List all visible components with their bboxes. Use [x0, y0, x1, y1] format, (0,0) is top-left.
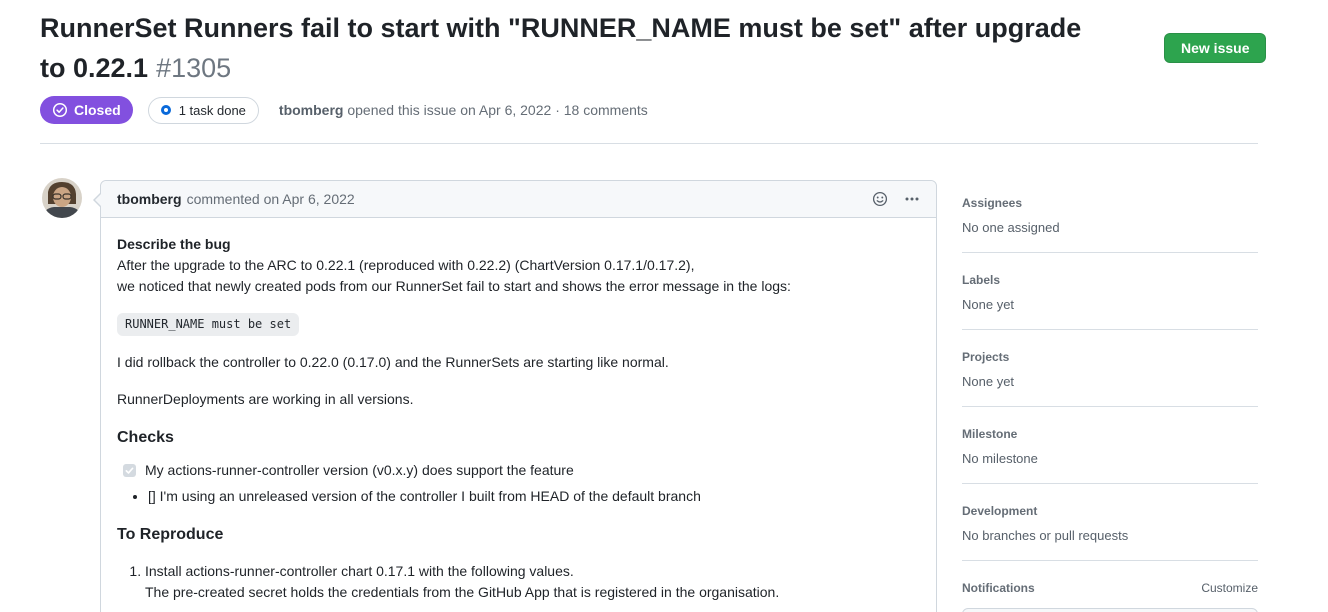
- labels-value: None yet: [962, 297, 1015, 312]
- bug-paragraph-line-2: we noticed that newly created pods from …: [117, 278, 791, 294]
- smiley-icon: [872, 191, 888, 207]
- assignees-value: No one assigned: [962, 220, 1060, 235]
- bullet-item: [] I'm using an unreleased version of th…: [148, 486, 920, 507]
- rollback-paragraph: I did rollback the controller to 0.22.0 …: [117, 354, 669, 370]
- assignees-heading: Assignees: [962, 196, 1023, 210]
- comment-card: tbomberg commented on Apr 6, 2022: [93, 180, 937, 612]
- issue-sidebar: Assignees No one assigned Labels None ye…: [962, 186, 1258, 612]
- reproduce-steps-list: Install actions-runner-controller chart …: [117, 561, 920, 603]
- step-line-1: Install actions-runner-controller chart …: [145, 563, 574, 579]
- status-label: Closed: [74, 102, 121, 118]
- bug-paragraph-line-1: After the upgrade to the ARC to 0.22.1 (…: [117, 257, 695, 273]
- status-badge: Closed: [40, 96, 133, 124]
- customize-link[interactable]: Customize: [1201, 581, 1258, 595]
- comment-header-actions: [872, 191, 920, 207]
- issue-comments-count: 18 comments: [563, 102, 648, 118]
- issue-author-link[interactable]: tbomberg: [278, 102, 344, 118]
- comment-author-link[interactable]: tbomberg: [117, 191, 182, 207]
- add-reaction-button[interactable]: [872, 191, 888, 207]
- runnerdeployments-paragraph: RunnerDeployments are working in all ver…: [117, 391, 414, 407]
- kebab-icon: [904, 191, 920, 207]
- issue-title-line-1: RunnerSet Runners fail to start with "RU…: [40, 13, 1082, 43]
- tasks-done-label: 1 task done: [178, 102, 246, 118]
- sidebar-section-assignees: Assignees No one assigned: [962, 186, 1258, 253]
- development-value: No branches or pull requests: [962, 528, 1129, 543]
- issue-number: #1305: [156, 53, 232, 83]
- projects-heading: Projects: [962, 350, 1010, 364]
- sidebar-section-projects: Projects None yet: [962, 330, 1258, 407]
- checks-list: My actions-runner-controller version (v0…: [117, 460, 920, 507]
- error-code-snippet: RUNNER_NAME must be set: [117, 313, 300, 336]
- check-circle-icon: [52, 102, 68, 118]
- header-divider: [40, 143, 1258, 144]
- notifications-header-row: Notifications Customize: [962, 581, 1258, 595]
- comment-timestamp: commented on Apr 6, 2022: [186, 191, 355, 207]
- projects-value: None yet: [962, 374, 1015, 389]
- avatar[interactable]: [42, 178, 82, 218]
- comment-options-button[interactable]: [904, 191, 920, 207]
- sidebar-section-development: Development No branches or pull requests: [962, 484, 1258, 561]
- tasks-done-pill[interactable]: 1 task done: [147, 96, 259, 124]
- subscribe-button[interactable]: [962, 608, 1258, 612]
- labels-heading: Labels: [962, 273, 1001, 287]
- issue-status-row: Closed 1 task done tbomberg opened this …: [40, 96, 648, 124]
- to-reproduce-heading: To Reproduce: [117, 526, 224, 543]
- describe-bug-block: Describe the bug After the upgrade to th…: [117, 234, 920, 297]
- issue-title-block: RunnerSet Runners fail to start with "RU…: [40, 8, 1152, 88]
- issue-opened-text: opened this issue on Apr 6, 2022: [347, 102, 552, 118]
- issue-title-line-2: to 0.22.1: [40, 53, 149, 83]
- sidebar-section-notifications: Notifications Customize: [962, 561, 1258, 612]
- milestone-value: No milestone: [962, 451, 1038, 466]
- bullet-sublist: [] I'm using an unreleased version of th…: [117, 486, 920, 507]
- task-list-item: My actions-runner-controller version (v0…: [123, 460, 920, 481]
- step-item: Install actions-runner-controller chart …: [145, 561, 920, 603]
- sidebar-section-labels: Labels None yet: [962, 253, 1258, 330]
- checks-heading: Checks: [117, 429, 174, 446]
- comment-body: Describe the bug After the upgrade to th…: [101, 218, 936, 612]
- step-line-2: The pre-created secret holds the credent…: [145, 584, 780, 600]
- describe-bug-heading: Describe the bug: [117, 236, 231, 252]
- progress-donut-icon: [160, 105, 171, 115]
- issue-meta: tbomberg opened this issue on Apr 6, 202…: [279, 102, 648, 118]
- notifications-heading: Notifications: [962, 581, 1035, 595]
- page-title: RunnerSet Runners fail to start with "RU…: [40, 8, 1152, 88]
- checked-checkbox[interactable]: [123, 464, 136, 477]
- sidebar-section-milestone: Milestone No milestone: [962, 407, 1258, 484]
- task-item-label: My actions-runner-controller version (v0…: [145, 462, 574, 478]
- comment-caret: [93, 192, 103, 208]
- development-heading: Development: [962, 504, 1038, 518]
- milestone-heading: Milestone: [962, 427, 1018, 441]
- new-issue-button[interactable]: New issue: [1164, 33, 1267, 63]
- comment-header: tbomberg commented on Apr 6, 2022: [93, 181, 936, 218]
- meta-separator: ·: [555, 102, 560, 118]
